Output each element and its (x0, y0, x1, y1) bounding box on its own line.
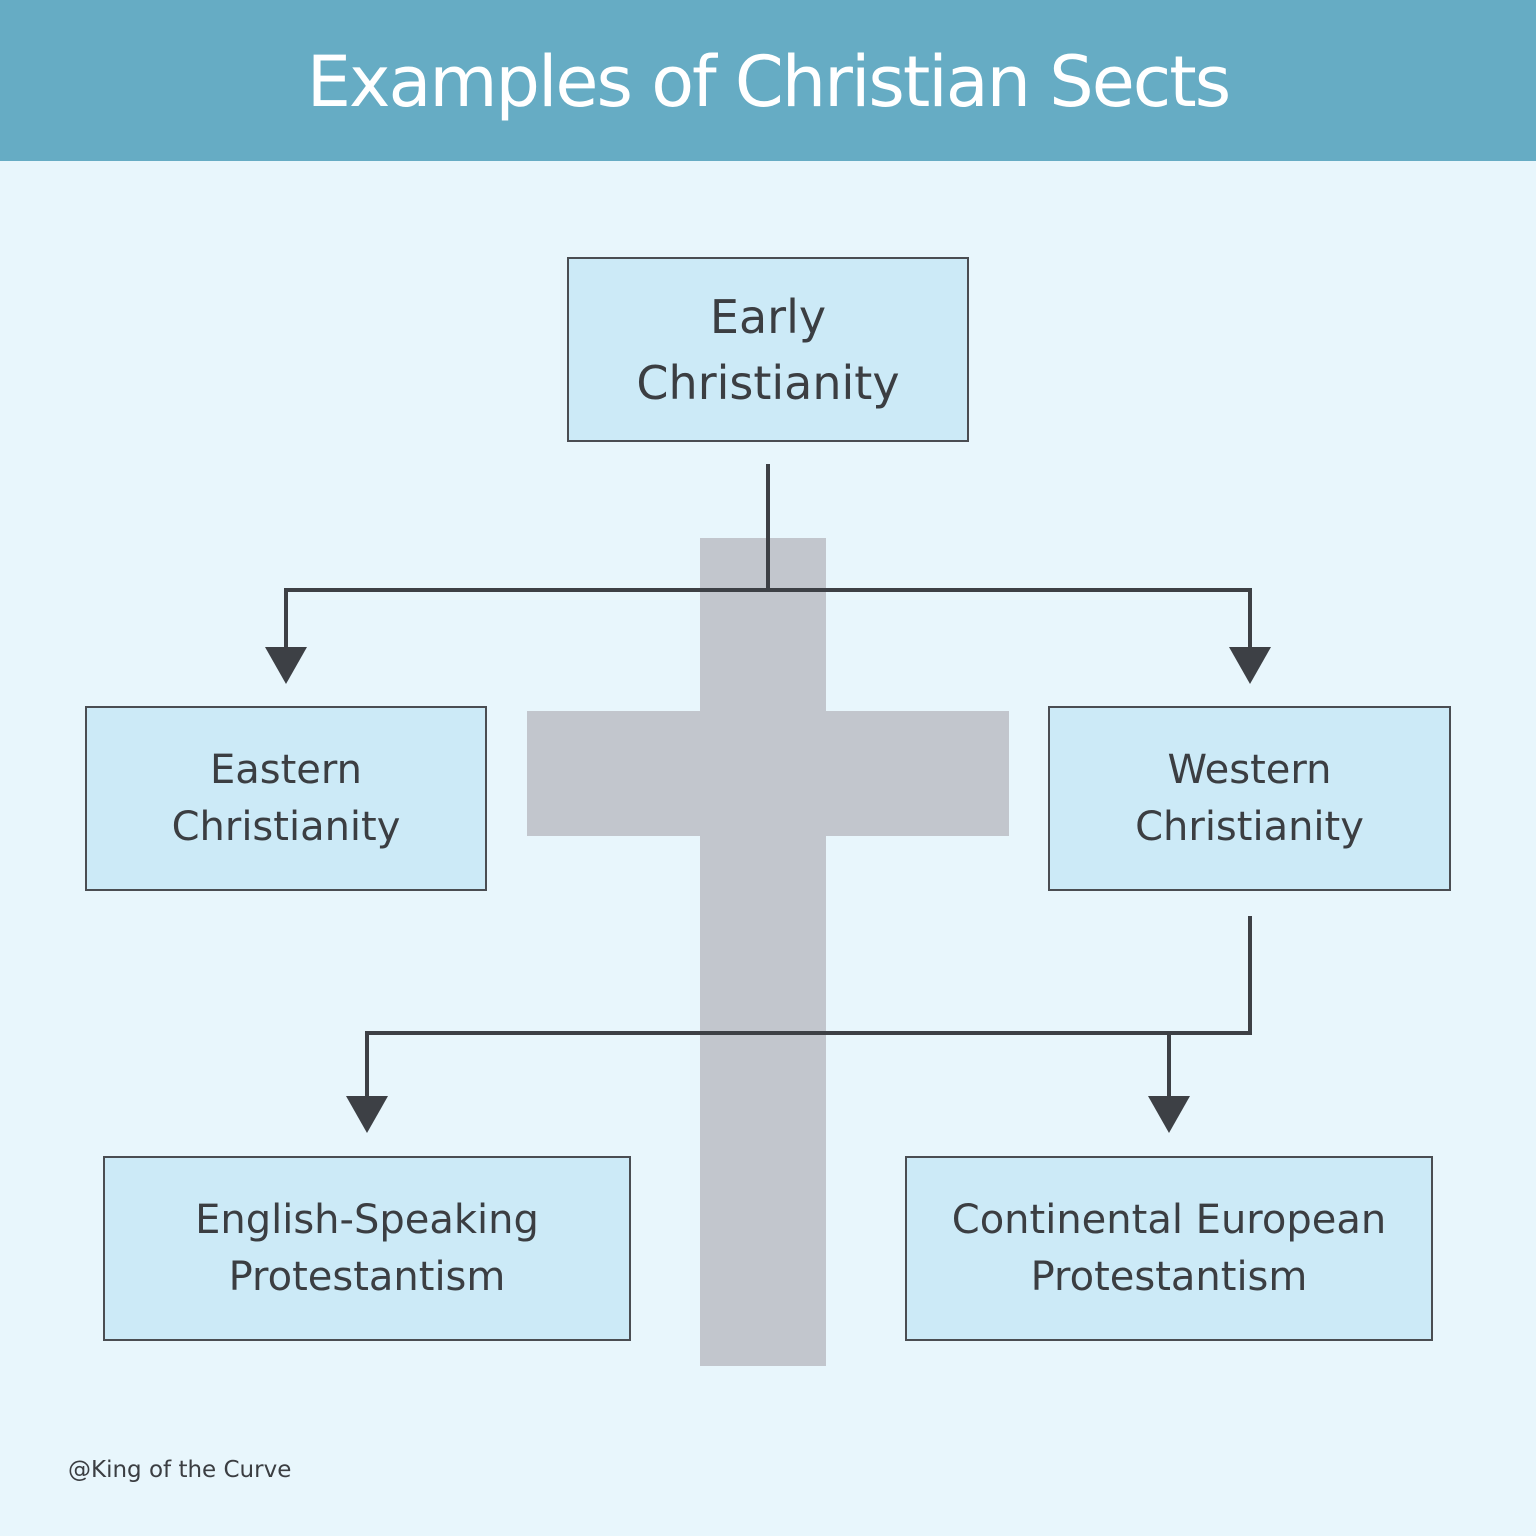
node-eastern-christianity: Eastern Christianity (85, 706, 487, 891)
node-label-line: Christianity (1135, 803, 1364, 850)
node-label-line: Western (1167, 746, 1332, 793)
connector-early-branch (284, 588, 1252, 660)
node-continental-european-protestantism: Continental European Protestantism (905, 1156, 1433, 1341)
node-early-christianity: Early Christianity (567, 257, 969, 442)
node-western-christianity: Western Christianity (1048, 706, 1451, 891)
connector-western-stem (365, 916, 1252, 1110)
node-label-line: Early (709, 289, 827, 344)
node-english-speaking-protestantism: English-Speaking Protestantism (103, 1156, 631, 1341)
node-label-line: Protestantism (1030, 1253, 1308, 1300)
node-label-line: Christianity (636, 355, 900, 410)
arrowhead-eastern (265, 647, 307, 684)
node-label-line: Eastern (209, 746, 362, 793)
page-title: Examples of Christian Sects (306, 40, 1231, 123)
node-label-line: English-Speaking (195, 1196, 539, 1243)
arrowhead-western (1229, 647, 1271, 684)
node-label-line: Continental European (951, 1196, 1387, 1243)
node-label-line: Protestantism (228, 1253, 506, 1300)
arrowhead-english (346, 1096, 388, 1133)
header-banner: Examples of Christian Sects (0, 0, 1536, 161)
credit-text: @King of the Curve (68, 1457, 292, 1483)
arrowhead-continental (1148, 1096, 1190, 1133)
node-label-line: Christianity (171, 803, 401, 850)
